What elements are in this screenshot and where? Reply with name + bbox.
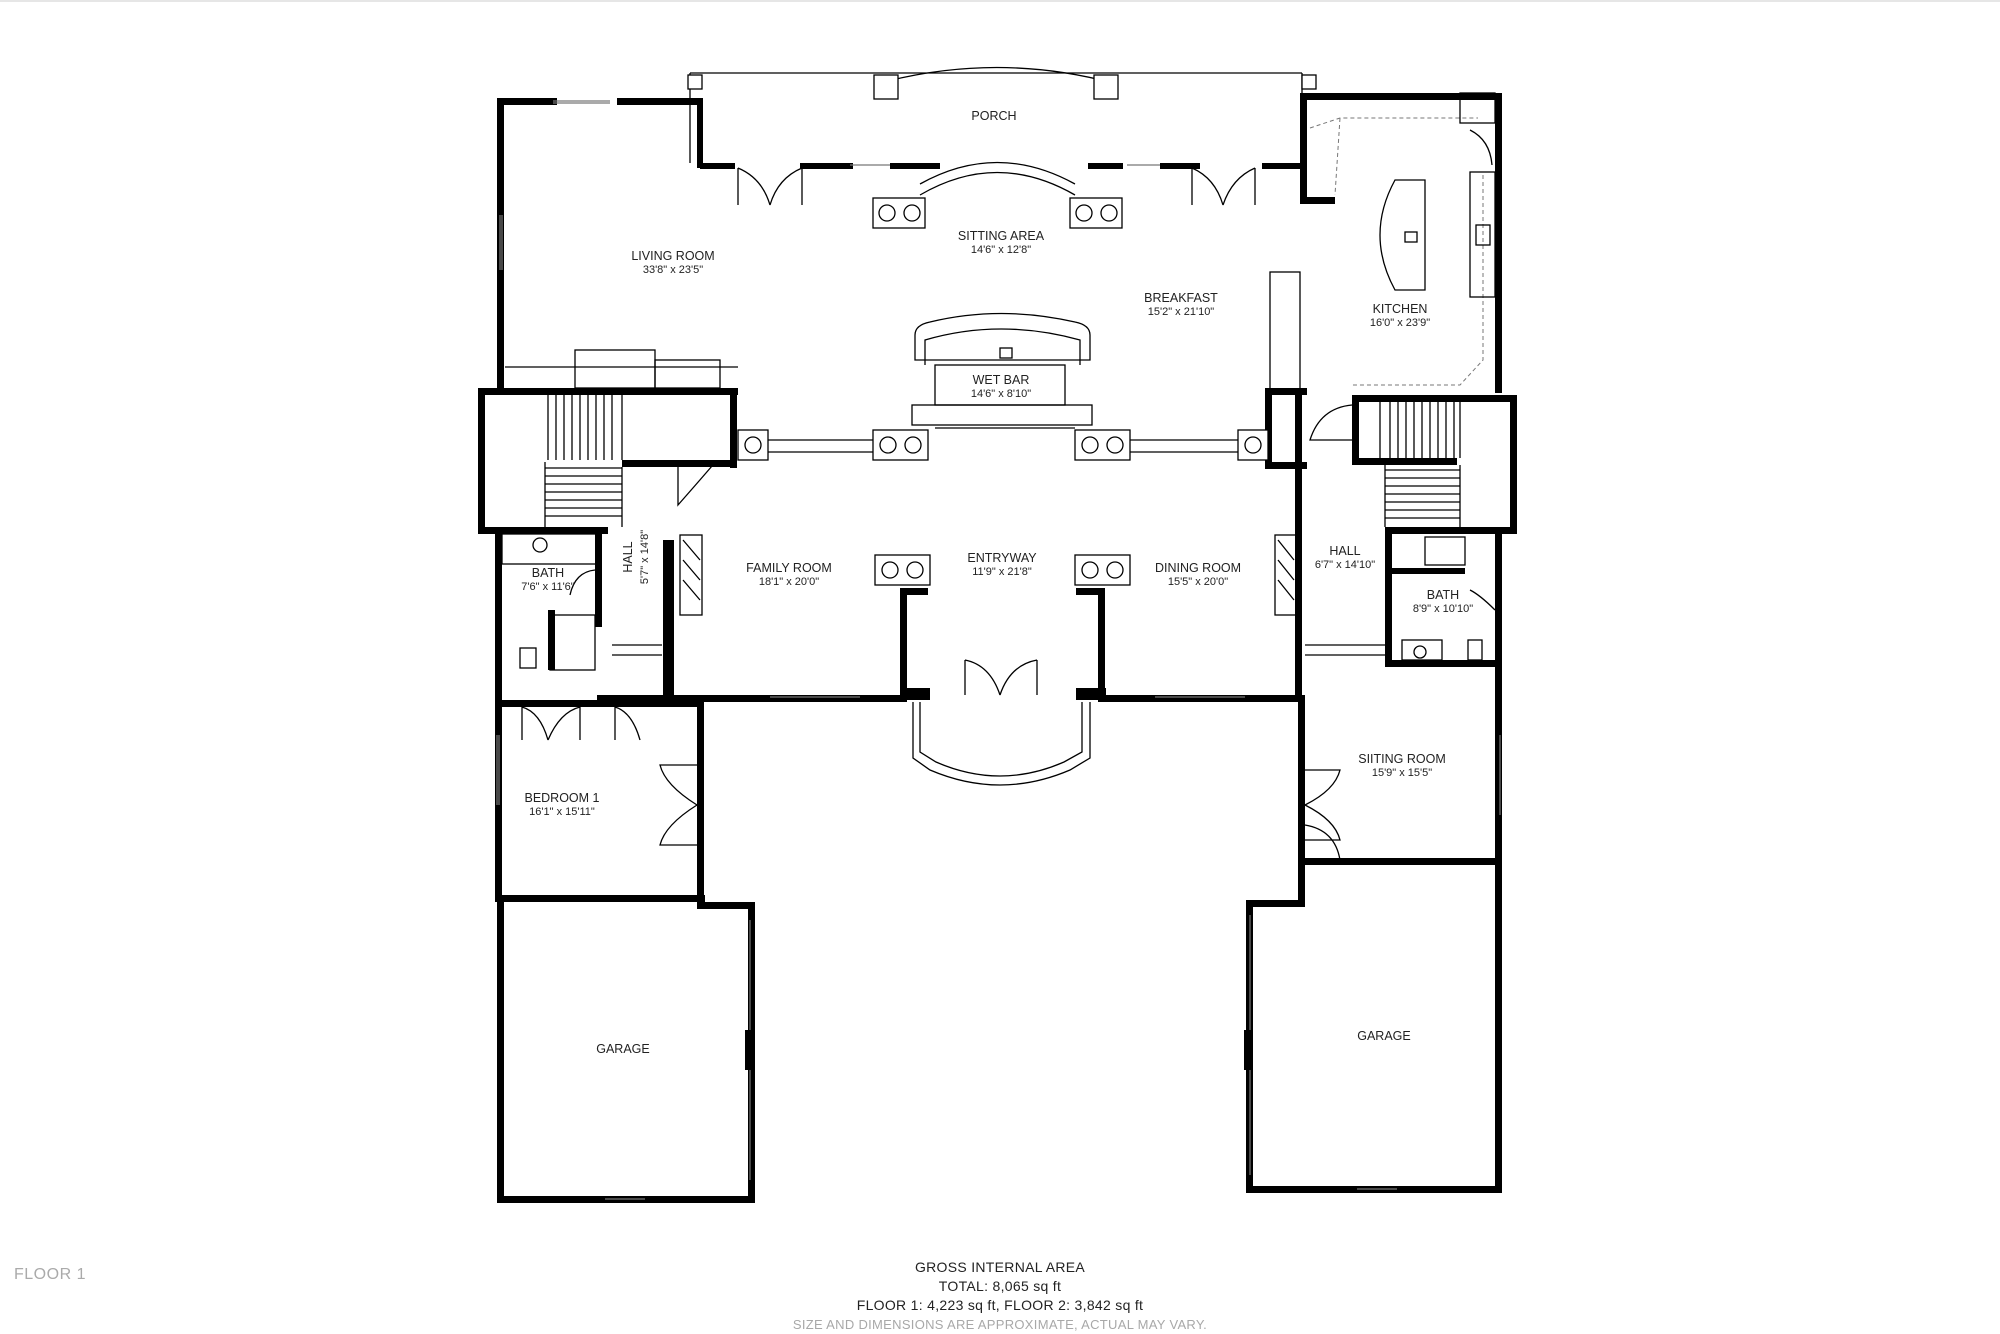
area-summary: GROSS INTERNAL AREA TOTAL: 8,065 sq ft F…	[700, 1258, 1300, 1334]
interior-lines	[496, 66, 1501, 1200]
area-total: TOTAL: 8,065 sq ft	[938, 1278, 1062, 1294]
room-name-bedroom-1: BEDROOM 1	[524, 791, 599, 805]
room-name-bath-right: BATH	[1427, 588, 1459, 602]
room-dims-kitchen: 16'0" x 23'9"	[1370, 317, 1430, 329]
room-name-breakfast: BREAKFAST	[1144, 291, 1218, 305]
room-dims-bath-left: 7'6" x 11'6"	[521, 581, 574, 593]
room-labels: PORCH LIVING ROOM 33'8" x 23'5" SITTING …	[521, 109, 1473, 1056]
columns	[687, 74, 1317, 586]
room-name-garage-left: GARAGE	[596, 1042, 650, 1056]
stairs-right	[1379, 402, 1461, 527]
room-dims-family-room: 18'1" x 20'0"	[759, 576, 819, 588]
room-dims-sitting-room: 15'9" x 15'5"	[1372, 767, 1432, 779]
room-name-family-room: FAMILY ROOM	[746, 561, 832, 575]
room-name-porch: PORCH	[971, 109, 1016, 123]
room-dims-entryway: 11'9" x 21'8"	[972, 566, 1032, 578]
room-name-bath-left: BATH	[532, 566, 564, 580]
room-name-hall-left: HALL	[621, 541, 635, 572]
top-border	[0, 0, 2000, 2]
room-name-wet-bar: WET BAR	[973, 373, 1030, 387]
room-dims-hall-left: 5'7" x 14'8"	[639, 530, 651, 584]
room-name-sitting-area: SITTING AREA	[958, 229, 1045, 243]
room-name-entryway: ENTRYWAY	[967, 551, 1037, 565]
room-dims-living-room: 33'8" x 23'5"	[643, 264, 703, 276]
room-dims-wet-bar: 14'6" x 8'10"	[971, 388, 1031, 400]
area-floors: FLOOR 1: 4,223 sq ft, FLOOR 2: 3,842 sq …	[856, 1297, 1144, 1313]
room-dims-bath-right: 8'9" x 10'10"	[1413, 603, 1473, 615]
room-name-sitting-room: SIITING ROOM	[1358, 752, 1446, 766]
area-title: GROSS INTERNAL AREA	[914, 1259, 1086, 1275]
room-name-dining-room: DINING ROOM	[1155, 561, 1241, 575]
room-name-living-room: LIVING ROOM	[631, 249, 714, 263]
room-dims-hall-right: 6'7" x 14'10"	[1315, 559, 1375, 571]
room-name-garage-right: GARAGE	[1357, 1029, 1411, 1043]
room-dims-dining-room: 15'5" x 20'0"	[1168, 576, 1228, 588]
stairs-left	[544, 395, 623, 527]
room-name-kitchen: KITCHEN	[1373, 302, 1428, 316]
room-dims-bedroom-1: 16'1" x 15'11"	[529, 806, 595, 818]
disclaimer-note: SIZE AND DIMENSIONS ARE APPROXIMATE, ACT…	[792, 1317, 1208, 1332]
room-dims-breakfast: 15'2" x 21'10"	[1148, 306, 1215, 318]
room-dims-sitting-area: 14'6" x 12'8"	[971, 244, 1031, 256]
floor-label: FLOOR 1	[14, 1266, 86, 1283]
room-name-hall-right: HALL	[1329, 544, 1360, 558]
